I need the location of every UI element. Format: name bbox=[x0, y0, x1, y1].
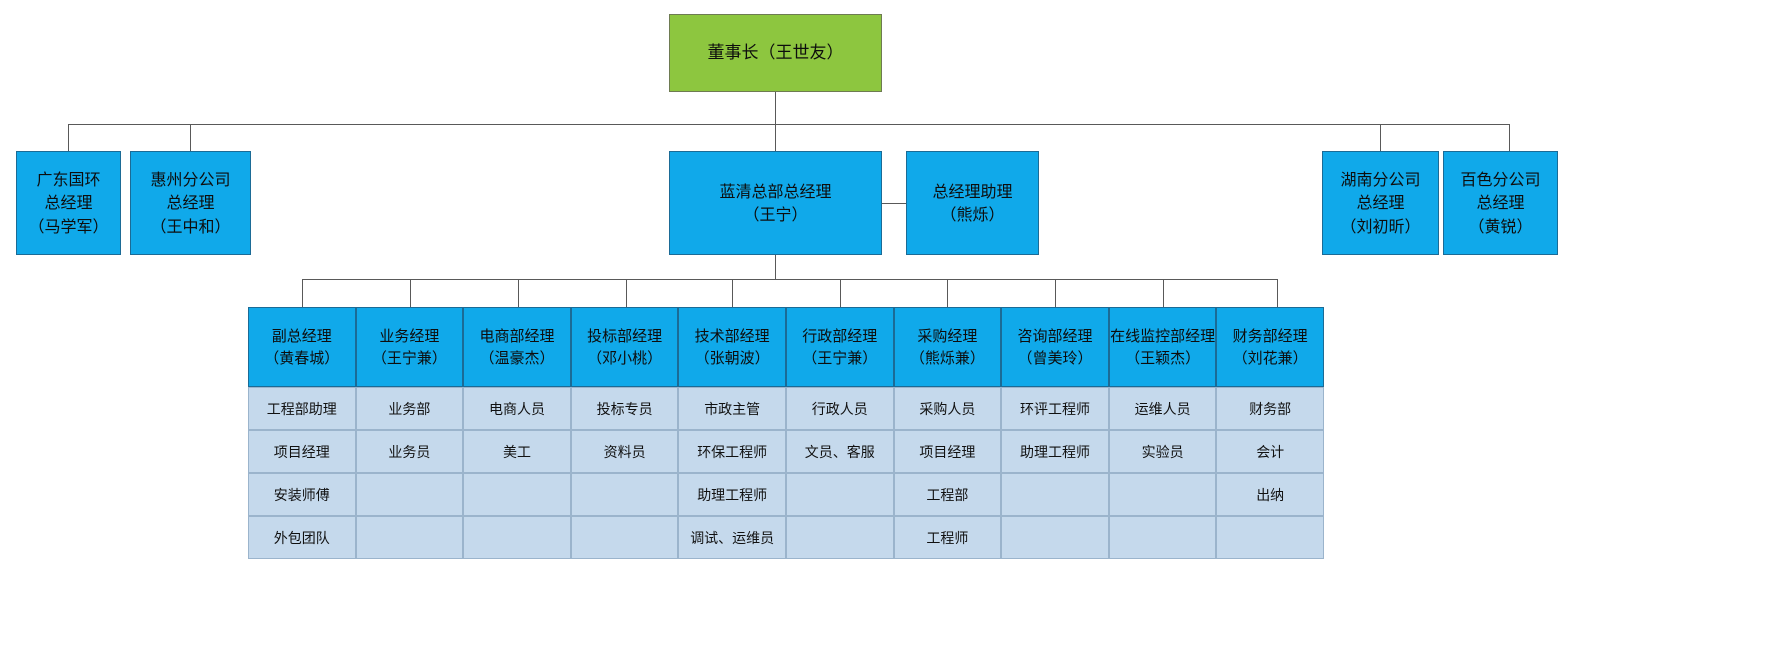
staff-cell: 工程部助理 bbox=[248, 387, 356, 430]
staff-cell: 项目经理 bbox=[893, 430, 1002, 473]
staff-cell bbox=[1108, 473, 1217, 516]
staff-cell: 电商人员 bbox=[463, 387, 571, 430]
connector-drop-dept-9 bbox=[1163, 279, 1164, 307]
connector-drop-dept-6 bbox=[840, 279, 841, 307]
staff-cell: 文员、客服 bbox=[786, 430, 894, 473]
staff-cell: 美工 bbox=[463, 430, 571, 473]
staff-cell: 助理工程师 bbox=[1001, 430, 1109, 473]
node-branch-hunan[interactable]: 湖南分公司 总经理 （刘初昕） bbox=[1322, 151, 1439, 255]
staff-cell: 市政主管 bbox=[678, 387, 786, 430]
staff-cell bbox=[463, 473, 571, 516]
staff-cell bbox=[570, 473, 679, 516]
connector-drop-dept-7 bbox=[947, 279, 948, 307]
connector-drop-dept-10 bbox=[1277, 279, 1278, 307]
staff-cell: 资料员 bbox=[570, 430, 679, 473]
connector-dept-bus bbox=[302, 279, 1277, 280]
staff-cell bbox=[355, 516, 464, 559]
staff-cell: 项目经理 bbox=[248, 430, 356, 473]
node-department-head[interactable]: 业务经理 （王宁兼） bbox=[355, 307, 464, 387]
node-department-head[interactable]: 技术部经理 （张朝波） bbox=[678, 307, 786, 387]
staff-cell: 环保工程师 bbox=[678, 430, 786, 473]
staff-cell bbox=[786, 473, 894, 516]
connector-drop-dept-8 bbox=[1055, 279, 1056, 307]
connector-chairman-stem bbox=[775, 92, 776, 124]
node-department-head[interactable]: 副总经理 （黄春城） bbox=[248, 307, 356, 387]
staff-cell: 运维人员 bbox=[1108, 387, 1217, 430]
node-department-head[interactable]: 在线监控部经理 （王颖杰） bbox=[1108, 307, 1217, 387]
connector-drop-hunan bbox=[1380, 124, 1381, 151]
node-department-head[interactable]: 采购经理 （熊烁兼） bbox=[893, 307, 1002, 387]
node-department-head[interactable]: 行政部经理 （王宁兼） bbox=[786, 307, 894, 387]
staff-cell bbox=[1108, 516, 1217, 559]
connector-drop-guangdong bbox=[68, 124, 69, 151]
node-branch-baise[interactable]: 百色分公司 总经理 （黄锐） bbox=[1443, 151, 1558, 255]
staff-cell bbox=[463, 516, 571, 559]
node-branch-huizhou[interactable]: 惠州分公司 总经理 （王中和） bbox=[130, 151, 251, 255]
staff-cell: 调试、运维员 bbox=[678, 516, 786, 559]
staff-cell bbox=[570, 516, 679, 559]
staff-cell bbox=[1001, 473, 1109, 516]
connector-drop-dept-5 bbox=[732, 279, 733, 307]
node-department-head[interactable]: 电商部经理 （温豪杰） bbox=[463, 307, 571, 387]
staff-cell bbox=[786, 516, 894, 559]
staff-cell: 安装师傅 bbox=[248, 473, 356, 516]
staff-cell bbox=[355, 473, 464, 516]
staff-cell: 环评工程师 bbox=[1001, 387, 1109, 430]
node-department-head[interactable]: 投标部经理 （邓小桃） bbox=[570, 307, 679, 387]
connector-drop-huizhou bbox=[190, 124, 191, 151]
staff-cell bbox=[1216, 516, 1324, 559]
staff-cell: 投标专员 bbox=[570, 387, 679, 430]
node-department-head[interactable]: 咨询部经理 （曾美玲） bbox=[1001, 307, 1109, 387]
connector-drop-baise bbox=[1509, 124, 1510, 151]
staff-cell: 财务部 bbox=[1216, 387, 1324, 430]
node-gm-assistant[interactable]: 总经理助理 （熊烁） bbox=[906, 151, 1039, 255]
staff-cell: 会计 bbox=[1216, 430, 1324, 473]
node-chairman[interactable]: 董事长（王世友） bbox=[669, 14, 882, 92]
node-hq-general-manager[interactable]: 蓝清总部总经理 （王宁） bbox=[669, 151, 882, 255]
staff-cell: 出纳 bbox=[1216, 473, 1324, 516]
connector-hq-stem bbox=[775, 255, 776, 279]
staff-cell: 行政人员 bbox=[786, 387, 894, 430]
staff-cell: 实验员 bbox=[1108, 430, 1217, 473]
staff-cell: 助理工程师 bbox=[678, 473, 786, 516]
staff-cell: 工程部 bbox=[893, 473, 1002, 516]
connector-drop-hq bbox=[775, 124, 776, 151]
staff-cell: 外包团队 bbox=[248, 516, 356, 559]
node-branch-guangdong[interactable]: 广东国环 总经理 （马学军） bbox=[16, 151, 121, 255]
staff-cell: 工程师 bbox=[893, 516, 1002, 559]
connector-drop-dept-3 bbox=[518, 279, 519, 307]
connector-drop-dept-1 bbox=[302, 279, 303, 307]
staff-cell: 采购人员 bbox=[893, 387, 1002, 430]
connector-drop-dept-2 bbox=[410, 279, 411, 307]
connector-hq-to-assistant bbox=[882, 203, 906, 204]
staff-cell: 业务部 bbox=[355, 387, 464, 430]
connector-drop-dept-4 bbox=[626, 279, 627, 307]
connector-top-bus bbox=[68, 124, 1510, 125]
staff-cell: 业务员 bbox=[355, 430, 464, 473]
node-department-head[interactable]: 财务部经理 （刘花兼） bbox=[1216, 307, 1324, 387]
staff-cell bbox=[1001, 516, 1109, 559]
